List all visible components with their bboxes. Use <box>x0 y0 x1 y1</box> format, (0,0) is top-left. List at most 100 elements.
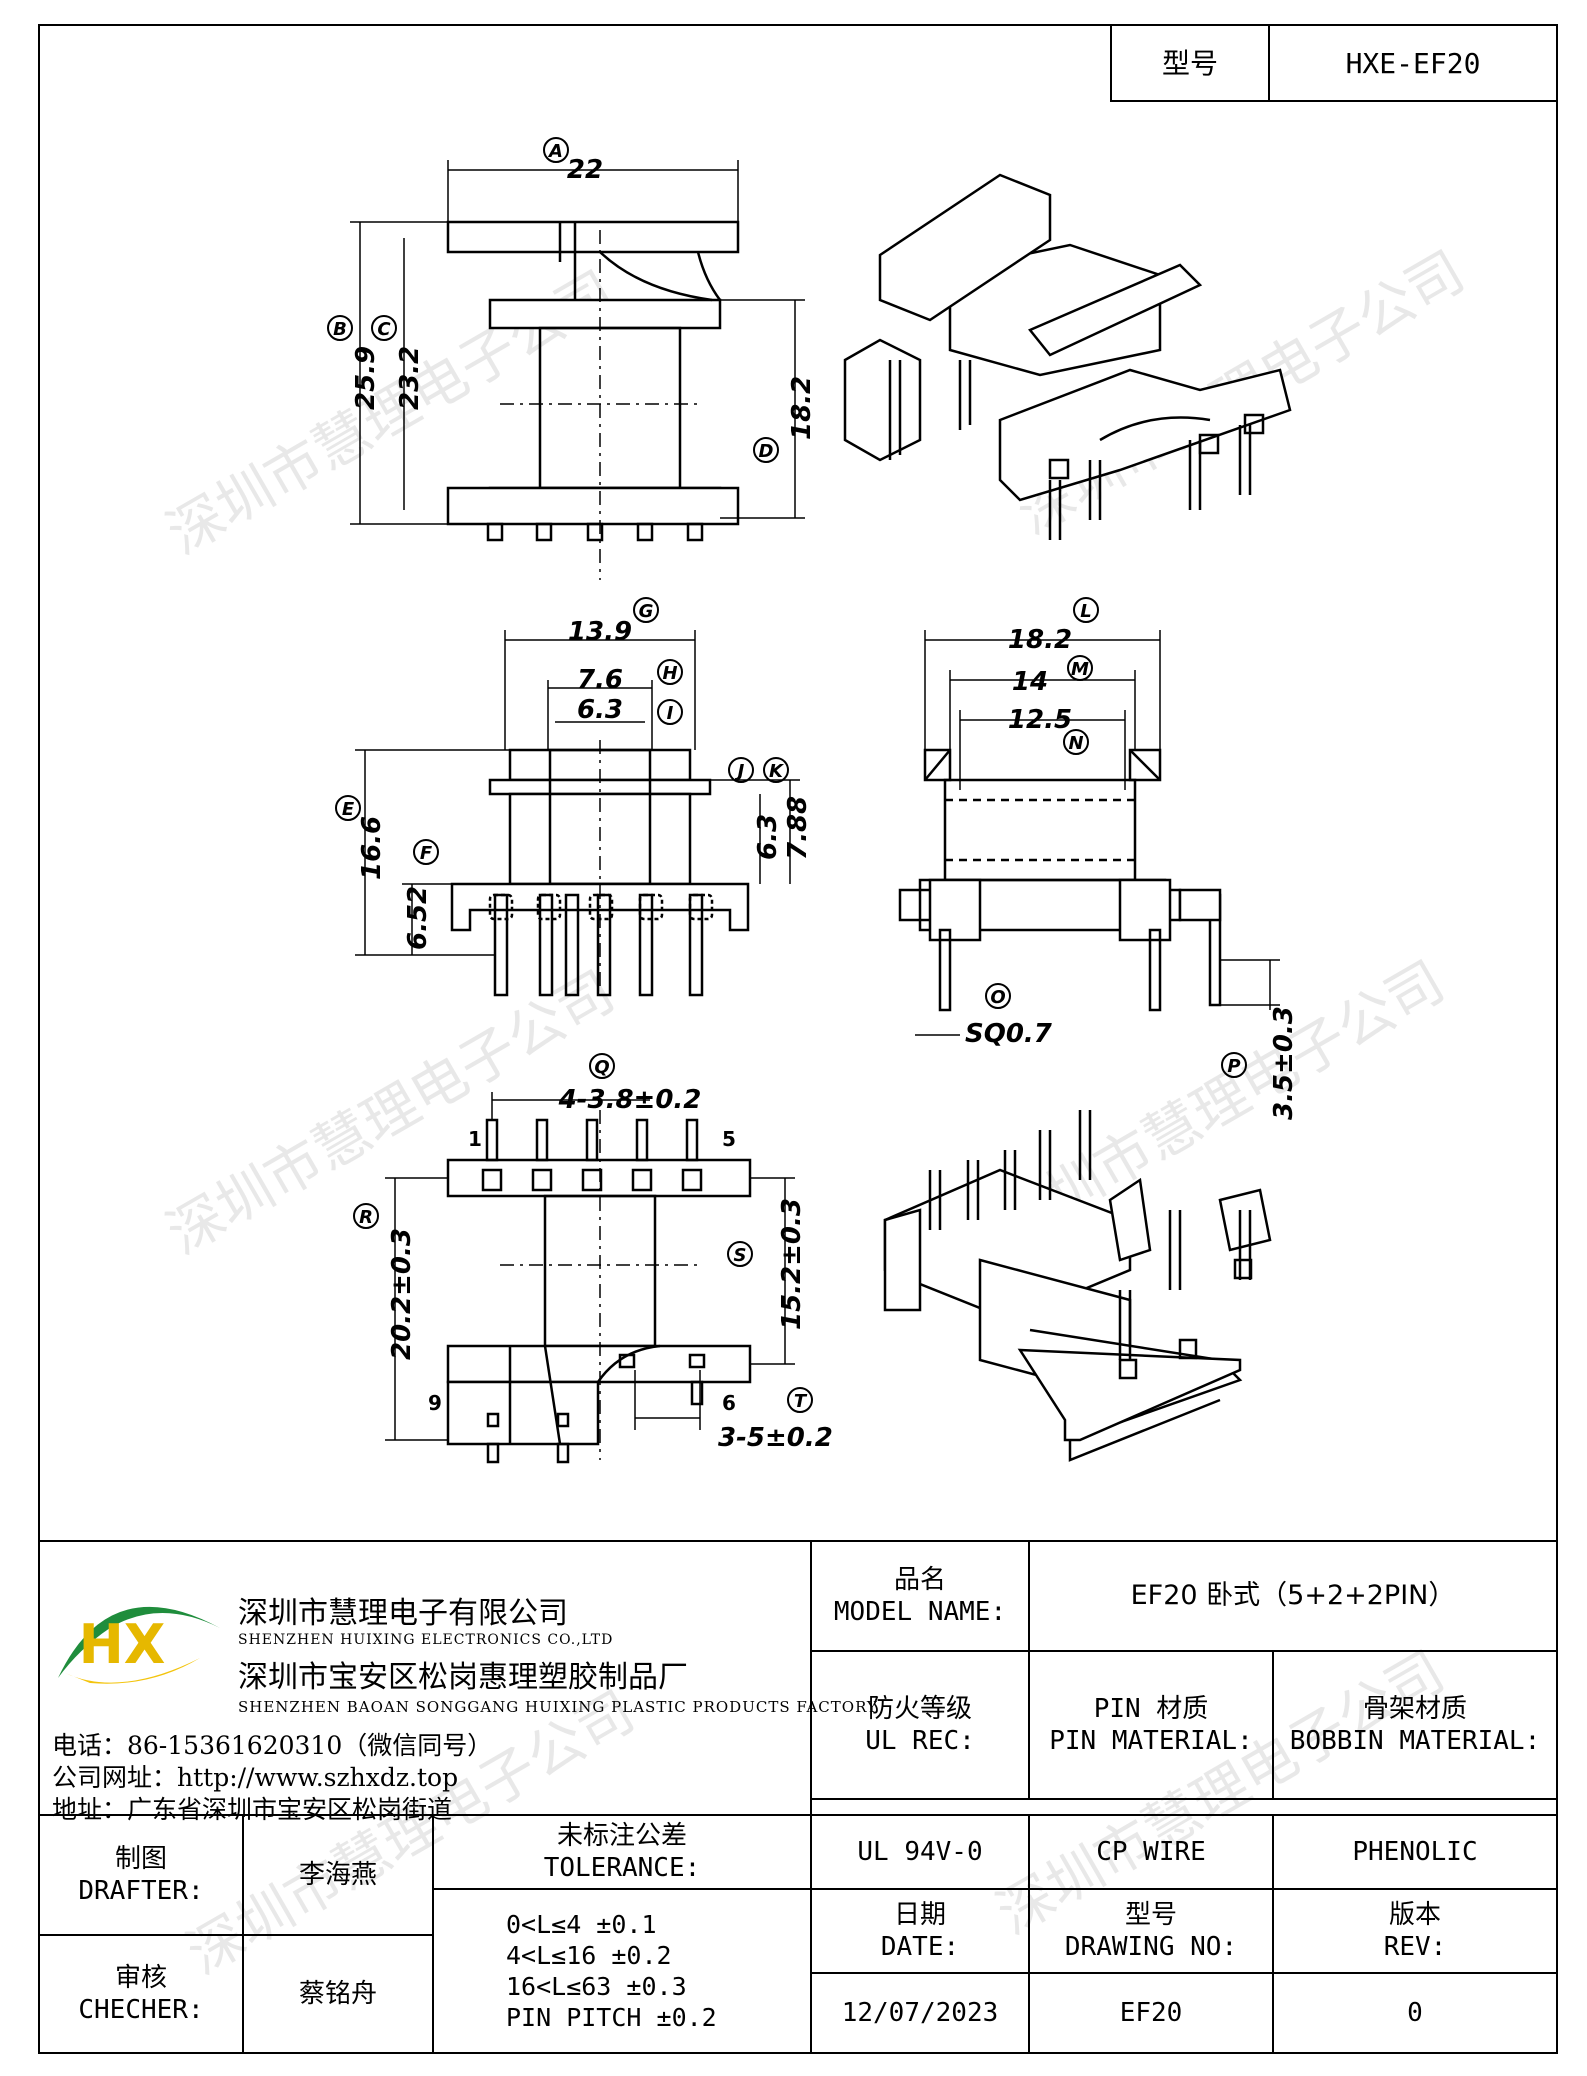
company-name-en: SHENZHEN HUIXING ELECTRONICS CO.,LTD <box>238 1632 614 1648</box>
label-m: M <box>1071 659 1089 680</box>
label-l: L <box>1080 601 1091 622</box>
checker-cn: 审核 <box>114 1962 167 1993</box>
label-o: O <box>990 987 1005 1008</box>
label-d: D <box>759 441 774 462</box>
checker-en: CHECHER: <box>78 1995 204 2025</box>
dim-s-value: 15.2±0.3 <box>777 1198 807 1330</box>
tolerance-en: TOLERANCE: <box>543 1853 701 1883</box>
label-k: K <box>769 761 785 782</box>
iso-view-top <box>843 173 1292 540</box>
date-en: DATE: <box>880 1932 960 1962</box>
label-f: F <box>420 843 433 864</box>
company-box-border <box>38 1540 812 1816</box>
model-name-value: EF20 卧式（5+2+2PIN） <box>1028 1540 1558 1652</box>
dim-t-value: 3-5±0.2 <box>718 1423 833 1453</box>
model-name-cn: 品名 <box>893 1564 946 1595</box>
label-h: H <box>662 663 677 684</box>
pin-5-label: 5 <box>722 1127 736 1151</box>
label-q: Q <box>594 1057 609 1078</box>
header-model-value: HXE-EF20 <box>1268 24 1558 102</box>
title-block <box>38 1540 1558 2056</box>
tolerance-line-4: PIN PITCH ±0.2 <box>506 2003 717 2033</box>
dim-d-value: 18.2 <box>787 376 817 440</box>
dim-e-value: 16.6 <box>357 816 387 880</box>
rev-en: REV: <box>1383 1932 1447 1962</box>
pin-1-label: 1 <box>468 1127 482 1151</box>
company-address: 地址：广东省深圳市宝安区松岗街道 <box>52 1795 453 1824</box>
logo-text: HX <box>79 1613 166 1676</box>
label-e: E <box>342 799 355 820</box>
front-view <box>355 630 800 997</box>
checker-value: 蔡铭舟 <box>242 1934 434 2054</box>
date-label: 日期 DATE: <box>810 1888 1030 1974</box>
pin-material-label: PIN 材质 PIN MATERIAL: <box>1028 1650 1274 1800</box>
label-b: B <box>333 319 347 340</box>
side-view <box>898 630 1280 1036</box>
dim-g-value: 13.9 <box>568 617 632 647</box>
label-circles <box>327 137 779 463</box>
dim-r-value: 20.2±0.3 <box>387 1228 417 1360</box>
drawing-no-en: DRAWING NO: <box>1064 1932 1238 1962</box>
checker-label: 审核 CHECHER: <box>38 1934 244 2054</box>
factory-name-en: SHENZHEN BAOAN SONGGANG HUIXING PLASTIC … <box>238 1698 878 1716</box>
dim-o-value: SQ0.7 <box>965 1019 1053 1049</box>
label-j: J <box>735 761 745 782</box>
dim-a-value: 22 <box>567 155 603 185</box>
label-r: R <box>359 1207 373 1228</box>
tolerance-line-2: 4<L≤16 ±0.2 <box>506 1940 672 1970</box>
top-view <box>350 160 805 580</box>
dim-jk2-value: 7.88 <box>783 796 813 860</box>
technical-drawing: 22 25.9 23.2 18.2 A B C D <box>327 137 1299 1464</box>
factory-name-cn: 深圳市宝安区松岗惠理塑胶制品厂 <box>238 1660 688 1695</box>
company-logo: HX <box>50 1588 225 1698</box>
dim-n-value: 12.5 <box>1008 705 1072 735</box>
label-p: P <box>1227 1056 1240 1077</box>
date-cn: 日期 <box>893 1899 946 1930</box>
tolerance-table: 0<L≤4 ±0.1 4<L≤16 ±0.2 16<L≤63 ±0.3 PIN … <box>432 1888 812 2054</box>
pin-9-label: 9 <box>428 1391 442 1415</box>
tolerance-label: 未标注公差 TOLERANCE: <box>432 1814 812 1890</box>
label-t: T <box>794 1391 808 1412</box>
dim-f-value: 6.52 <box>403 886 433 950</box>
label-c: C <box>377 319 391 340</box>
bobbin-material-label: 骨架材质 BOBBIN MATERIAL: <box>1272 1650 1558 1800</box>
drawing-no-value: EF20 <box>1028 1972 1274 2054</box>
model-name-en: MODEL NAME: <box>833 1597 1007 1627</box>
drafter-value: 李海燕 <box>242 1814 434 1936</box>
drafter-en: DRAFTER: <box>78 1876 204 1906</box>
bobbin-material-cn: 骨架材质 <box>1362 1693 1467 1724</box>
dim-i-value: 6.3 <box>577 695 623 725</box>
bottom-view <box>385 1092 795 1464</box>
pin-material-en: PIN MATERIAL: <box>1049 1726 1253 1756</box>
dim-h-value: 7.6 <box>577 665 623 695</box>
dim-b-value: 25.9 <box>351 346 381 410</box>
fire-rating-label: 防火等级 UL REC: <box>810 1650 1030 1800</box>
tolerance-cn: 未标注公差 <box>556 1820 687 1851</box>
rev-label: 版本 REV: <box>1272 1888 1558 1974</box>
drafter-label: 制图 DRAFTER: <box>38 1814 244 1936</box>
company-phone: 电话：86-15361620310（微信同号） <box>52 1731 493 1760</box>
label-i: I <box>667 703 674 724</box>
pin-material-value: CP WIRE <box>1028 1814 1274 1890</box>
iso-view-bottom <box>883 1110 1272 1462</box>
dim-jk1-value: 6.3 <box>753 814 783 860</box>
label-n: N <box>1068 733 1083 754</box>
fire-rating-value: UL 94V-0 <box>810 1814 1030 1890</box>
model-name-label: 品名 MODEL NAME: <box>810 1540 1030 1652</box>
company-name-cn: 深圳市慧理电子有限公司 <box>238 1596 568 1631</box>
bobbin-material-value: PHENOLIC <box>1272 1814 1558 1890</box>
fire-rating-en: UL REC: <box>865 1726 975 1756</box>
tolerance-line-1: 0<L≤4 ±0.1 <box>506 1909 657 1939</box>
label-a: A <box>547 141 563 162</box>
dim-q-value: 4-3.8±0.2 <box>558 1085 702 1115</box>
fire-rating-cn: 防火等级 <box>867 1693 972 1724</box>
pin-6-label: 6 <box>722 1391 736 1415</box>
tolerance-line-3: 16<L≤63 ±0.3 <box>506 1972 687 2001</box>
drawing-no-label: 型号 DRAWING NO: <box>1028 1888 1274 1974</box>
dim-p-value: 3.5±0.3 <box>1269 1006 1299 1120</box>
drafter-cn: 制图 <box>114 1843 167 1874</box>
rev-value: 0 <box>1272 1972 1558 2054</box>
dim-c-value: 23.2 <box>395 346 425 410</box>
dim-l-value: 18.2 <box>1008 625 1072 655</box>
dim-m-value: 14 <box>1012 667 1048 697</box>
